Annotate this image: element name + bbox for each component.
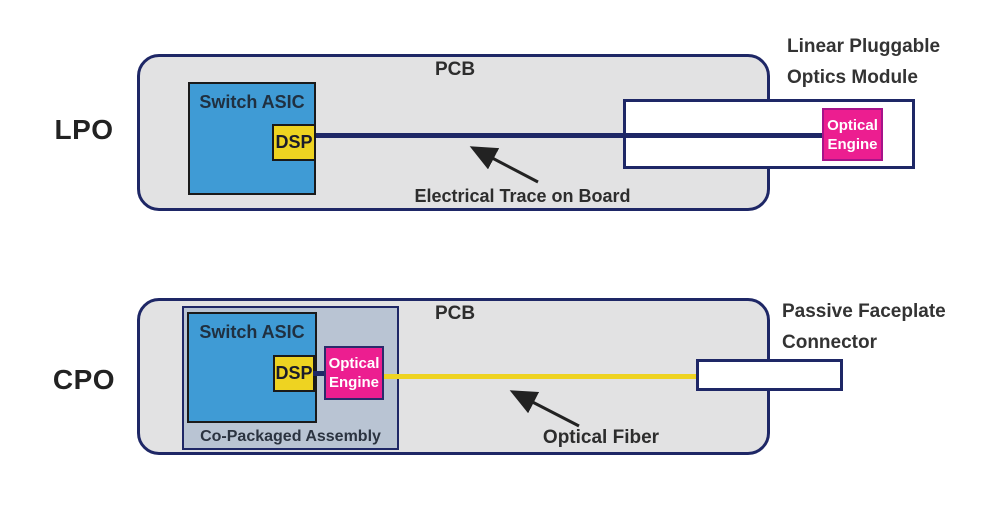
optical-fiber-line [384,374,696,379]
lpo-pcb-label: PCB [434,59,476,80]
cpo-switch-asic-box: Switch ASIC [187,312,317,423]
electrical-trace-caption: Electrical Trace on Board [414,186,631,206]
lpo-optical-engine-label-line2: Engine [827,135,878,153]
lpo-module-title: Linear Pluggable Optics Module [787,31,977,93]
lpo-row-label: LPO [54,114,114,145]
cpo-row-label: CPO [52,364,116,395]
lpo-optical-engine-label-line1: Optical [827,116,878,134]
electrical-trace-line [314,133,824,138]
optical-fiber-caption: Optical Fiber [542,427,660,448]
cpo-pcb-label: PCB [434,303,476,324]
cpo-connector-title: Passive Faceplate Connector [782,296,981,358]
cpo-optical-engine-label-line1: Optical [328,355,380,372]
cpo-connector-title-line2: Connector [782,332,877,353]
cpo-dsp-box: DSP [273,355,315,392]
dsp-to-engine-link-line [313,371,326,376]
lpo-dsp-label: DSP [275,132,313,152]
passive-faceplate-connector-box [696,359,843,391]
co-packaged-assembly-label: Co-Packaged Assembly [200,428,381,445]
cpo-dsp-label: DSP [275,363,313,383]
cpo-switch-asic-label: Switch ASIC [199,322,305,342]
cpo-optical-engine-label-line2: Engine [328,374,379,391]
lpo-switch-asic-label: Switch ASIC [199,92,305,112]
cpo-optical-engine-box: Optical Engine [324,346,384,400]
lpo-optical-engine-box: Optical Engine [822,108,883,161]
lpo-dsp-box: DSP [272,124,316,161]
lpo-module-title-line1: Linear Pluggable [787,36,941,57]
lpo-module-title-line2: Optics Module [787,67,918,88]
cpo-connector-title-line1: Passive Faceplate [782,301,946,322]
